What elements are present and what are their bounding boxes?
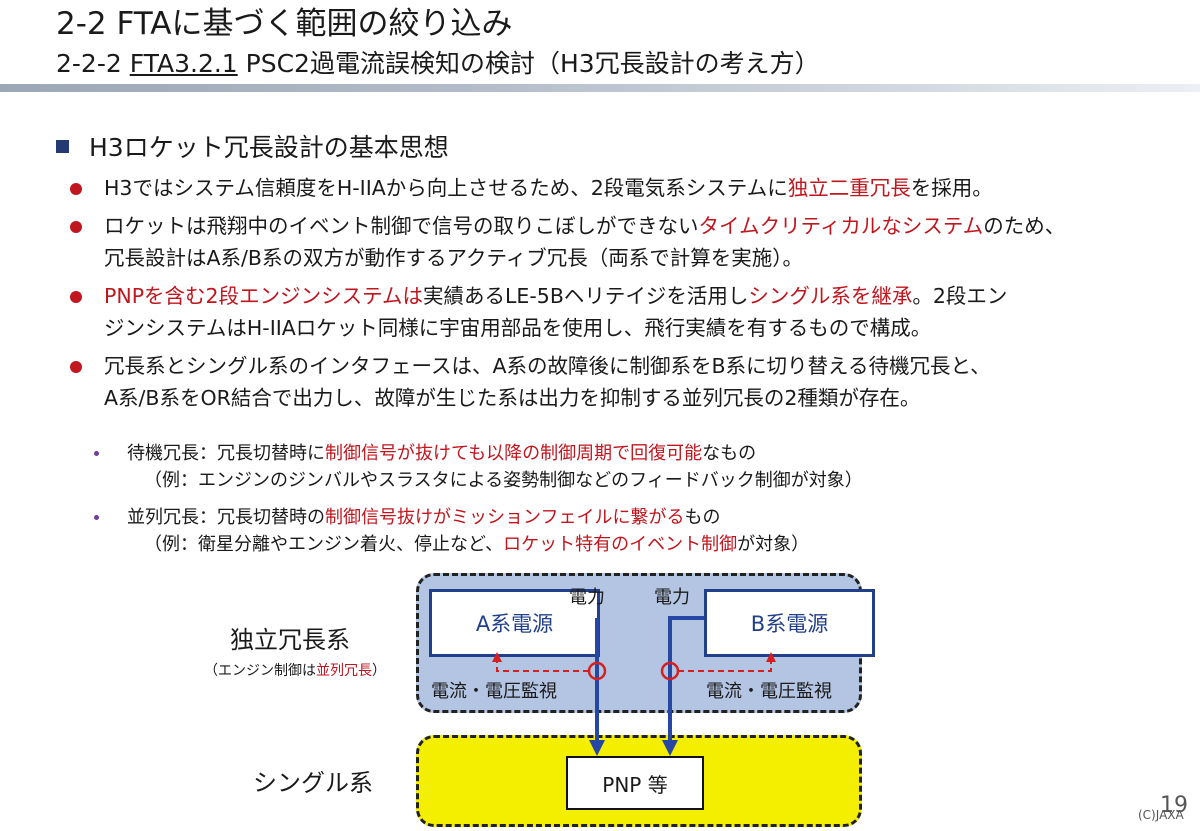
bullet-item: ロケットは飛翔中のイベント制御で信号の取りこぼしができないタイムクリティカルなシ… <box>70 210 1180 274</box>
bullet-item: PNPを含む2段エンジンシステムは実績あるLE-5Bヘリテイジを活用しシングル系… <box>70 280 1180 344</box>
bullet-emphasis: タイムクリティカルなシステム <box>698 214 984 238</box>
sub-text: が対象） <box>737 534 810 555</box>
bullet-text: のため、 <box>983 214 1066 238</box>
sub-bullet-line: 並列冗長：冗長切替時の制御信号抜けがミッションフェイルに繋がるもの <box>127 504 1194 531</box>
bullet-line: H3ではシステム信頼度をH-IIAから向上させるため、2段電気系システムに独立二… <box>104 172 1180 204</box>
bullet-emphasis: シングル系を継承 <box>748 284 913 308</box>
red-dot-icon <box>70 361 82 373</box>
monitor-label-b: 電流・電圧監視 <box>706 681 832 702</box>
page-number: 19 <box>1160 793 1188 818</box>
pnp-box: PNP 等 <box>566 756 704 810</box>
section-title: H3ロケット冗長設計の基本思想 <box>89 133 449 162</box>
power-supply-a: A系電源 <box>429 589 600 657</box>
bullet-line: ロケットは飛翔中のイベント制御で信号の取りこぼしができないタイムクリティカルなシ… <box>104 210 1180 242</box>
power-line-b <box>662 616 704 756</box>
bullet-line: PNPを含む2段エンジンシステムは実績あるLE-5Bヘリテイジを活用しシングル系… <box>104 280 1180 312</box>
bullet-text: 。2段エン <box>912 284 1008 308</box>
purple-dot-icon <box>94 451 99 456</box>
sub-bullet-line: 待機冗長：冗長切替時に制御信号が抜けても以降の制御周期で回復可能なもの <box>127 440 1194 467</box>
sub-text: 並列冗長：冗長切替時の <box>127 507 325 528</box>
sub-bullet-item: 待機冗長：冗長切替時に制御信号が抜けても以降の制御周期で回復可能なもの （例：エ… <box>94 440 1194 494</box>
sub-bullet-item: 並列冗長：冗長切替時の制御信号抜けがミッションフェイルに繋がるもの （例：衛星分… <box>94 504 1194 558</box>
bullet-text: ロケットは飛翔中のイベント制御で信号の取りこぼしができない <box>104 214 699 238</box>
independent-redundancy-label: 独立冗長系 <box>230 626 350 654</box>
bullet-text: を採用。 <box>910 176 993 200</box>
bullet-item: H3ではシステム信頼度をH-IIAから向上させるため、2段電気系システムに独立二… <box>70 172 1180 204</box>
note-text: （エンジン制御は <box>204 663 316 679</box>
slide-title: 2-2 FTAに基づく範囲の絞り込み <box>56 6 513 42</box>
sub-emphasis: ロケット特有のイベント制御 <box>503 534 738 555</box>
bullet-text: H3ではシステム信頼度をH-IIAから向上させるため、2段電気系システムに <box>104 176 788 200</box>
monitor-line-a <box>492 652 589 672</box>
sub-text: （例：衛星分離やエンジン着火、停止など、 <box>144 534 504 555</box>
bullet-line: A系/B系をOR結合で出力し、故障が生じた系は出力を抑制する並列冗長の2種類が存… <box>104 386 921 410</box>
bullet-list: H3ではシステム信頼度をH-IIAから向上させるため、2段電気系システムに独立二… <box>70 172 1180 420</box>
sub-bullet-line: （例：衛星分離やエンジン着火、停止など、ロケット特有のイベント制御が対象） <box>127 531 1194 558</box>
red-dot-icon <box>70 221 82 233</box>
bullet-line: ジンシステムはH-IIAロケット同様に宇宙用部品を使用し、飛行実績を有するもので… <box>104 316 932 340</box>
bullet-line: 冗長系とシングル系のインタフェースは、A系の故障後に制御系をB系に切り替える待機… <box>104 354 991 378</box>
monitor-label-a: 電流・電圧監視 <box>431 681 557 702</box>
sub-text: 待機冗長：冗長切替時に <box>127 443 325 464</box>
bullet-item: 冗長系とシングル系のインタフェースは、A系の故障後に制御系をB系に切り替える待機… <box>70 350 1180 414</box>
copyright: (C)JAXA <box>1138 808 1184 822</box>
square-bullet-icon <box>56 140 69 153</box>
sub-text: もの <box>684 507 721 528</box>
red-dot-icon <box>70 183 82 195</box>
power-label-a: 電力 <box>569 587 605 608</box>
bullet-emphasis: PNPを含む2段エンジンシステムは <box>104 284 423 308</box>
power-supply-b: B系電源 <box>704 589 875 657</box>
sub-bullet-line: （例：エンジンのジンバルやスラスタによる姿勢制御などのフィードバック制御が対象） <box>144 470 863 491</box>
note-text: ） <box>372 663 386 679</box>
bullet-emphasis: 独立二重冗長 <box>787 176 911 200</box>
subtitle-underlined: FTA3.2.1 <box>129 49 238 78</box>
monitor-line-b <box>678 652 776 672</box>
section-heading: H3ロケット冗長設計の基本思想 <box>56 132 449 164</box>
current-sensor-b-icon <box>660 661 680 681</box>
bullet-line: 冗長設計はA系/B系の双方が動作するアクティブ冗長（両系で計算を実施）。 <box>104 246 803 270</box>
purple-dot-icon <box>94 515 99 520</box>
subtitle-prefix: 2-2-2 <box>56 49 130 78</box>
sub-emphasis: 制御信号抜けがミッションフェイルに繋がる <box>325 507 685 528</box>
bullet-text: 実績あるLE-5Bヘリテイジを活用し <box>423 284 749 308</box>
subtitle-rest: PSC2過電流誤検知の検討（H3冗長設計の考え方） <box>237 49 820 78</box>
current-sensor-a-icon <box>587 661 607 681</box>
red-dot-icon <box>70 291 82 303</box>
slide-subtitle: 2-2-2 FTA3.2.1 PSC2過電流誤検知の検討（H3冗長設計の考え方） <box>56 48 820 80</box>
header-divider-bar <box>0 84 1200 92</box>
single-system-label: シングル系 <box>253 769 373 797</box>
sub-bullet-list: 待機冗長：冗長切替時に制御信号が抜けても以降の制御周期で回復可能なもの （例：エ… <box>94 440 1194 568</box>
sub-text: なもの <box>702 443 757 464</box>
note-emphasis: 並列冗長 <box>316 663 372 679</box>
independent-redundancy-note: （エンジン制御は並列冗長） <box>204 660 386 680</box>
slide-header: 2-2 FTAに基づく範囲の絞り込み 2-2-2 FTA3.2.1 PSC2過電… <box>0 0 1200 92</box>
power-label-b: 電力 <box>654 587 690 608</box>
sub-emphasis: 制御信号が抜けても以降の制御周期で回復可能 <box>325 443 703 464</box>
